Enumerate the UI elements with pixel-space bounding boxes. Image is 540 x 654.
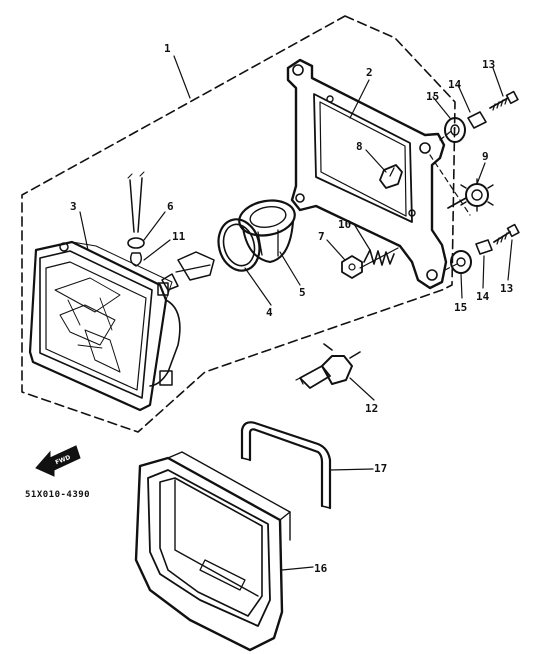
callout-4: 4 [266,306,273,319]
callout-15-bottom: 15 [454,301,467,314]
leader-lines [79,55,513,571]
callout-1: 1 [164,42,171,55]
halogen-bulb-12 [295,343,361,389]
screw-13-top [489,90,519,111]
callout-8: 8 [356,140,363,153]
ring-4 [217,218,261,272]
callout-9: 9 [482,150,489,163]
assembly-boundary [21,15,456,433]
holder-nut-6 [127,237,145,249]
collar-14-bottom [475,239,493,255]
grommet-15-bottom [450,250,472,274]
callout-7: 7 [318,230,325,243]
callout-14-bottom: 14 [476,290,490,303]
handle-bracket-17 [240,421,332,510]
callout-2: 2 [366,66,373,79]
hardware-guide-dashed [429,127,471,271]
drawing-code: 51X010-4390 [25,490,90,500]
screw-13-bottom [493,223,520,245]
nut-7 [341,255,363,279]
mounting-frame-2 [286,58,448,290]
headlight-unit [28,240,181,412]
callout-6: 6 [167,200,174,213]
callout-12: 12 [365,402,378,415]
callout-13-bottom: 13 [500,282,513,295]
callout-3: 3 [70,200,77,213]
adjuster-gear-9 [447,178,494,212]
forward-arrow-icon: FWD [35,445,81,477]
callout-14-top: 14 [448,78,462,91]
callout-17: 17 [374,462,387,475]
collar-14-top [467,111,487,129]
adjuster-screw-8 [379,164,403,189]
wire-leads [127,171,145,233]
callout-10: 10 [338,218,351,231]
callout-13-top: 13 [482,58,495,71]
grommet-15-top [444,117,466,143]
holder-bulb-11 [129,252,143,267]
headlight-cover-16 [134,451,291,652]
callout-15-top: 15 [426,90,439,103]
bulb-socket [161,251,215,291]
spring-10 [359,247,399,269]
housing-cup-5 [238,199,296,263]
callout-11: 11 [172,230,186,243]
callout-5: 5 [299,286,306,299]
callout-16: 16 [314,562,328,575]
